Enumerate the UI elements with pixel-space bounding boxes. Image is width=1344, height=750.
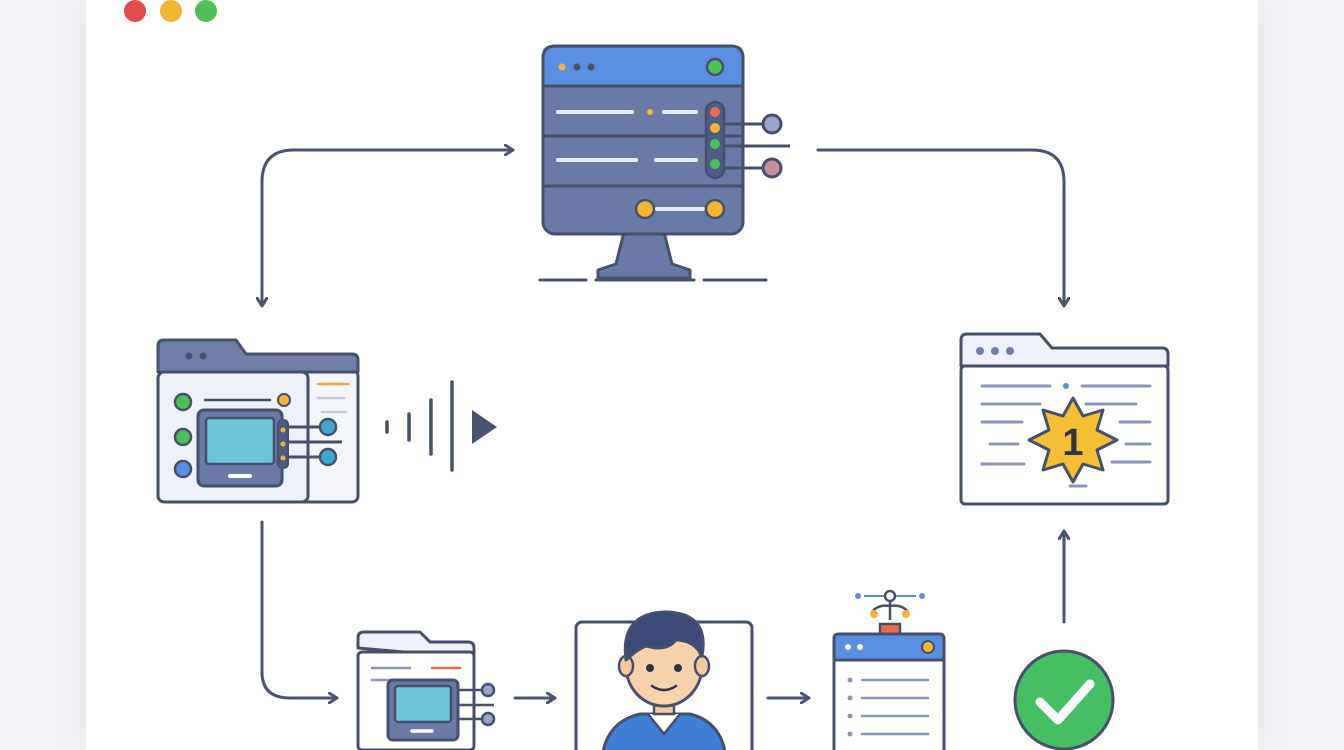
document-device-icon[interactable] xyxy=(832,589,946,750)
badge-window-icon[interactable]: 1 xyxy=(959,332,1170,506)
maximize-dot-icon[interactable] xyxy=(195,0,217,22)
server-monitor-icon xyxy=(538,44,790,282)
checkmark-icon[interactable] xyxy=(1013,649,1115,750)
connectors xyxy=(262,150,1064,698)
arrow-left-to-small xyxy=(260,520,336,698)
small-app-window-icon[interactable] xyxy=(356,630,496,750)
arrow-server-to-badge xyxy=(816,148,1064,305)
badge-number: 1 xyxy=(1062,422,1083,464)
minimize-dot-icon[interactable] xyxy=(160,0,182,22)
window-controls xyxy=(124,0,217,22)
signal-wave-icon xyxy=(385,380,497,472)
arrow-left-to-server xyxy=(260,150,512,257)
user-avatar-icon[interactable] xyxy=(574,610,754,750)
app-window-icon[interactable] xyxy=(156,338,360,504)
close-dot-icon[interactable] xyxy=(124,0,146,22)
